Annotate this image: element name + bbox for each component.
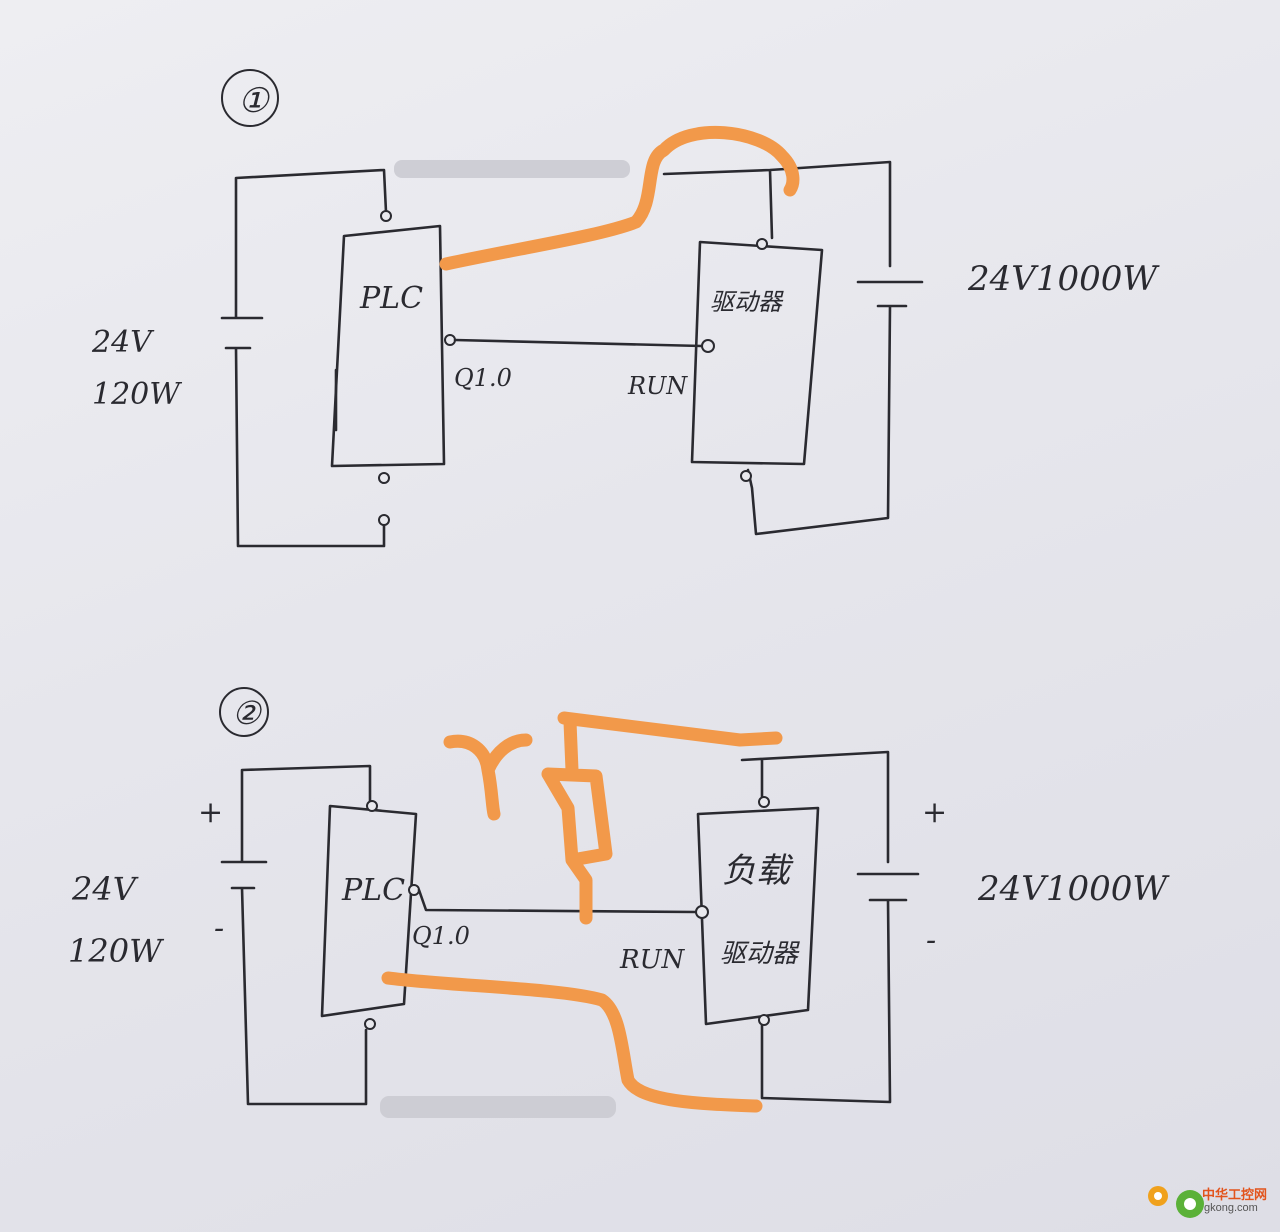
diagram-1-number: ① (238, 81, 270, 121)
diagram-2-run-label: RUN (619, 945, 685, 975)
diagram-2-plc-top-terminal (366, 800, 378, 812)
diagram-2-left-supply-power: 120W (68, 932, 165, 970)
diagram-2-plc-box (320, 804, 418, 1018)
diagram-1-plc-label: PLC (359, 281, 423, 316)
diagram-2-driver-box (696, 806, 820, 1026)
diagram-1-left-supply-wire (220, 168, 388, 548)
diagram-2-signal-wire (417, 888, 698, 914)
diagram-2-driver-top-terminal (758, 796, 770, 808)
diagram-1-driver-box (690, 240, 824, 466)
diagram-1-driver-bottom-terminal (740, 470, 752, 482)
diagram-1-highlight-stroke (439, 125, 800, 271)
diagram-2-redaction (380, 1096, 616, 1118)
watermark: 中华工控网 gkong.com (1148, 1178, 1270, 1222)
diagram-1-signal-wire (453, 338, 704, 348)
diagram-2-right-supply-label: 24V1000W (977, 869, 1170, 909)
diagram-2-right-plus: + (922, 795, 947, 830)
diagram-1-plc-bottom-terminal (378, 472, 390, 484)
diagram-2-driver-label-bottom: 驱动器 (720, 939, 800, 969)
diagram-1-driver-label: 驱动器 (710, 288, 784, 316)
diagram-2-right-supply-wire (740, 750, 920, 1104)
watermark-gear-icon (1148, 1186, 1204, 1218)
diagram-2-left-supply-voltage: 24V (71, 870, 139, 908)
diagram-1-redaction (394, 160, 630, 178)
diagram-1-run-terminal (701, 339, 715, 353)
diagram-2-plc-bottom-terminal (364, 1018, 376, 1030)
diagram-2-output-label: Q1.0 (412, 922, 470, 950)
diagram-1-output-label: Q1.0 (454, 364, 512, 392)
diagram-2-driver-bottom-terminal (758, 1014, 770, 1026)
diagram-2: ② PLC Q1.0 RUN 负载 驱动器 + - + - 24V 120W 2… (68, 687, 1170, 1118)
diagram-2-left-supply-wire (220, 764, 372, 1106)
diagram-1: ① PLC Q1.0 RUN 驱动器 24V 120W 24V1000W (91, 69, 1160, 548)
diagram-1-left-supply-voltage: 24V (91, 325, 155, 360)
diagram-2-right-minus: - (926, 923, 936, 958)
diagram-1-plc-top-terminal (380, 210, 392, 222)
diagram-2-highlight-resistor (541, 711, 783, 925)
diagram-1-right-supply-wire (662, 160, 924, 536)
diagram-2-number-circle (219, 687, 269, 737)
diagram-2-plc-label: PLC (341, 873, 405, 908)
diagram-1-right-supply-label: 24V1000W (967, 259, 1160, 299)
diagram-2-highlight-return (381, 971, 763, 1113)
diagram-2-left-plus: + (198, 795, 223, 830)
diagram-2-q10-terminal (408, 884, 420, 896)
diagram-2-number: ② (232, 694, 263, 732)
watermark-cn-text: 中华工控网 (1202, 1187, 1268, 1202)
watermark-site: gkong.com (1204, 1202, 1258, 1214)
diagram-1-q10-terminal (444, 334, 456, 346)
diagram-1-run-label: RUN (627, 372, 688, 400)
diagram-1-driver-top-terminal (756, 238, 768, 250)
diagram-2-left-minus: - (214, 911, 224, 946)
diagram-1-left-supply-power: 120W (92, 377, 182, 412)
diagram-1-plc-bottom-terminal-2 (378, 514, 390, 526)
diagram-2-driver-label-top: 负载 (722, 851, 794, 891)
diagram-2-highlight-branch (443, 733, 533, 821)
diagram-2-run-terminal (695, 905, 709, 919)
diagram-1-number-circle (221, 69, 279, 127)
diagram-1-plc-box (330, 224, 446, 468)
